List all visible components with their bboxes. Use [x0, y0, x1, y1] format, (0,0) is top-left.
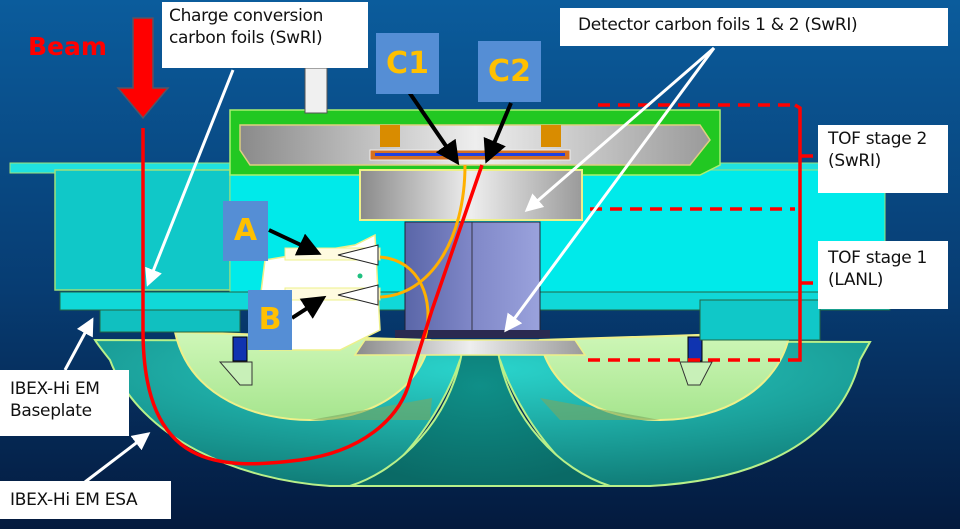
tag-c2: C2: [478, 41, 541, 102]
callout-line: Charge conversion: [169, 6, 324, 26]
tof-brackets: [588, 103, 813, 362]
standoff-left: [380, 125, 400, 147]
support-post-left: [232, 336, 248, 362]
beam-arrow-icon: [116, 17, 170, 120]
callout-esa: IBEX-Hi EM ESA: [0, 481, 171, 519]
callout-tof-stage-2: TOF stage 2 (SwRI): [818, 125, 948, 193]
tag-a: A: [223, 201, 268, 261]
callout-text: Detector carbon foils 1 & 2 (SwRI): [578, 15, 858, 35]
callout-line: IBEX-Hi EM: [10, 379, 100, 399]
callout-line: carbon foils (SwRI): [169, 28, 323, 48]
standoff-right: [541, 125, 561, 147]
beam-label: Beam: [28, 32, 107, 61]
callout-charge-conversion-foils: Charge conversion carbon foils (SwRI): [162, 2, 368, 68]
callout-line: TOF stage 2: [828, 129, 928, 149]
callout-line: TOF stage 1: [828, 248, 928, 268]
callout-detector-carbon-foils: Detector carbon foils 1 & 2 (SwRI): [560, 8, 948, 46]
callout-baseplate: IBEX-Hi EM Baseplate: [0, 370, 129, 436]
callout-line: (LANL): [828, 270, 884, 290]
support-post-right: [687, 336, 703, 362]
callout-arrows: [63, 46, 716, 484]
esa-assembly: [93, 330, 872, 487]
secondary-particle-path-b: [379, 164, 467, 299]
tag-pointer-arrows: [268, 90, 513, 320]
tag-b: B: [248, 290, 292, 350]
beam-path: [141, 128, 484, 466]
callout-line: (SwRI): [828, 151, 881, 171]
tag-c1: C1: [376, 33, 439, 94]
callout-line: Baseplate: [10, 401, 92, 421]
callout-tof-stage-1: TOF stage 1 (LANL): [818, 241, 948, 309]
callout-text: IBEX-Hi EM ESA: [10, 490, 138, 510]
